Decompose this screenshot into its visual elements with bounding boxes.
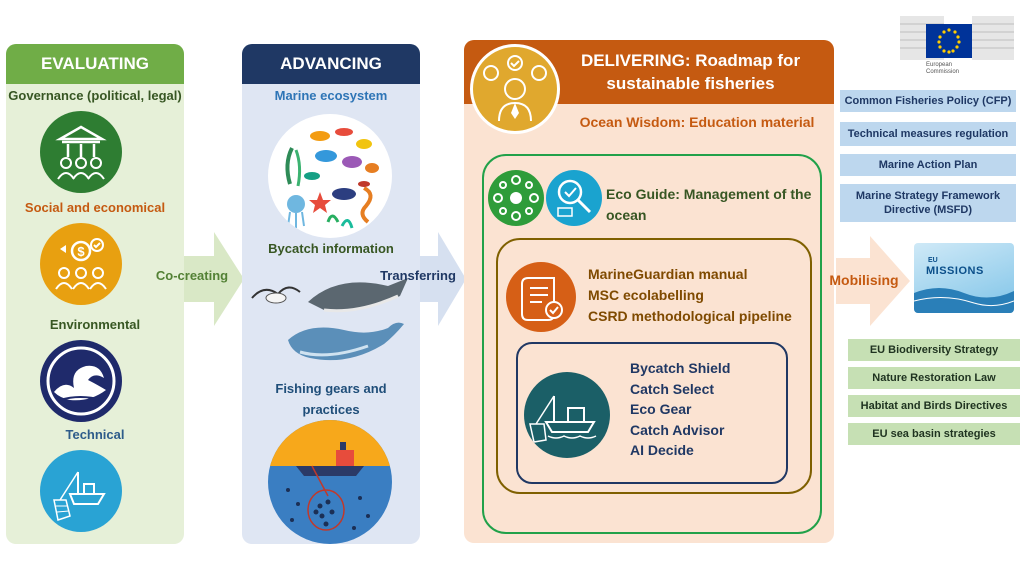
tool-item: AI Decide (630, 442, 694, 458)
marine-ecosystem-label: Marine ecosystem (274, 88, 388, 103)
search-analysis-icon (546, 170, 602, 226)
policy-blue-box: Common Fisheries Policy (CFP) (840, 90, 1016, 112)
person-ideas-icon (470, 44, 560, 134)
eco-guide-label: Eco Guide: Management of the ocean (606, 186, 812, 223)
wave-icon (40, 340, 122, 422)
eu-missions-logo: EU MISSIONS (914, 243, 1014, 313)
document-scroll-icon (506, 262, 576, 332)
co-creating-label: Co-creating (155, 268, 229, 283)
fishing-boat-net-icon (40, 450, 122, 532)
policy-blue-box: Marine Action Plan (840, 154, 1016, 176)
evaluating-header: EVALUATING (6, 44, 184, 84)
european-commission-logo: European Commission (900, 10, 1014, 82)
governance-people-icon (40, 111, 122, 193)
manual-item: CSRD methodological pipeline (588, 308, 792, 324)
policy-blue-box: Technical measures regulation (840, 122, 1016, 146)
environmental-label: Environmental (49, 317, 141, 332)
bycatch-information-label: Bycatch information (268, 241, 394, 256)
mobilising-label: Mobilising (829, 272, 899, 288)
policy-green-box: EU sea basin strategies (848, 423, 1020, 445)
policy-green-box: EU Biodiversity Strategy (848, 339, 1020, 361)
svg-text:$: $ (77, 244, 85, 259)
policy-green-box: Habitat and Birds Directives (848, 395, 1020, 417)
technical-label: Technical (65, 427, 125, 442)
manual-item: MarineGuardian manual (588, 266, 748, 282)
fishing-vessel-net-icon (268, 420, 392, 544)
mobilising-arrow (836, 236, 910, 326)
manual-item: MSC ecolabelling (588, 287, 704, 303)
ocean-wisdom-label: Ocean Wisdom: Education material (579, 114, 815, 130)
advancing-header: ADVANCING (242, 44, 420, 84)
missions-prefix: EU (928, 257, 938, 264)
social-economical-label: Social and economical (24, 200, 166, 215)
missions-text: MISSIONS (926, 265, 984, 277)
eu-logo-line1: European (926, 62, 953, 68)
bycatch-animals-icon (248, 262, 418, 372)
eu-logo-line2: Commission (926, 69, 960, 75)
policy-blue-box: Marine Strategy Framework Directive (MSF… (840, 184, 1016, 222)
network-icon (488, 170, 544, 226)
tool-item: Bycatch Shield (630, 360, 731, 376)
policy-green-box: Nature Restoration Law (848, 367, 1020, 389)
tool-item: Catch Select (630, 380, 715, 397)
manuals-container (496, 238, 812, 494)
tool-item: Catch Advisor (630, 421, 725, 438)
governance-label: Governance (political, legal) (8, 88, 182, 103)
fishing-gears-label: Fishing gears and practices (275, 381, 387, 417)
transferring-arrow (420, 232, 466, 326)
transferring-label: Transferring (380, 268, 456, 283)
tools-list: Bycatch Shield Catch Select Eco Gear Cat… (630, 358, 780, 461)
manuals-list: MarineGuardian manual MSC ecolabelling C… (588, 264, 810, 327)
tools-container (516, 342, 788, 484)
trawler-icon (524, 372, 610, 458)
marine-life-icon (268, 114, 392, 238)
money-people-icon: $ (40, 223, 122, 305)
co-creating-arrow (184, 232, 244, 326)
eco-guide-container (482, 154, 822, 534)
tool-item: Eco Gear (630, 401, 692, 417)
